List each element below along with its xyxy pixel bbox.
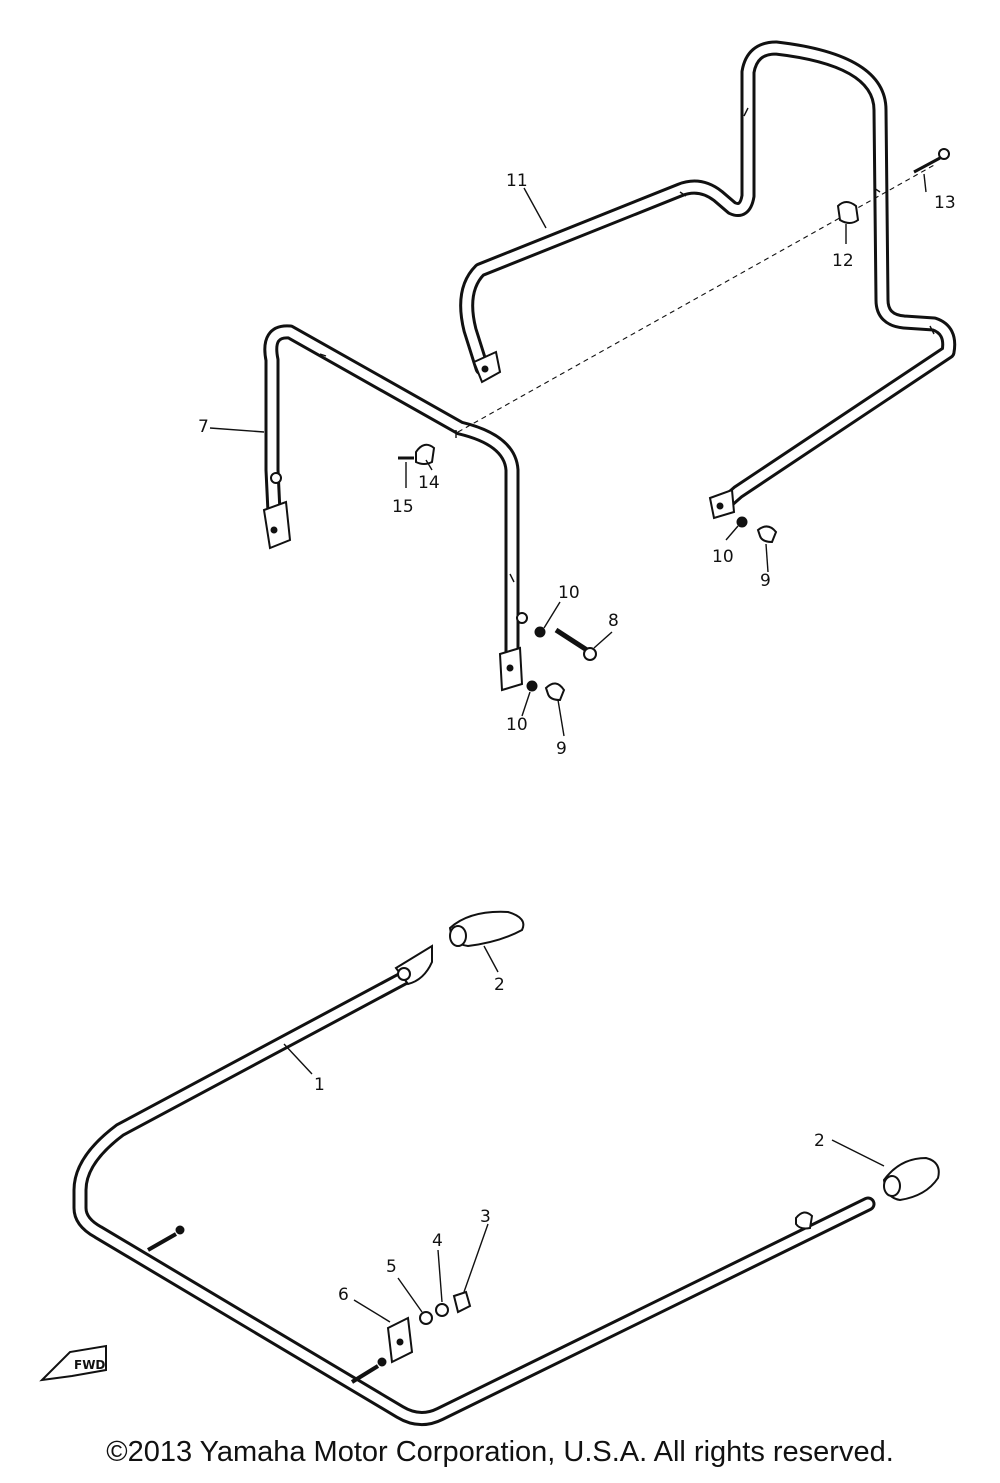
- leader-lines-upper: [209, 173, 927, 737]
- callout-7: 7: [198, 417, 209, 437]
- callout-10-right: 10: [712, 547, 734, 567]
- end-cap-part-2-top: [448, 910, 525, 948]
- front-direction-marker: FWD: [39, 1344, 107, 1382]
- callout-10-lower-left: 10: [506, 715, 528, 735]
- callout-9-right: 9: [760, 571, 771, 591]
- mounting-studs: [147, 1225, 387, 1384]
- callout-1: 1: [314, 1075, 325, 1095]
- bolt-part-13: [913, 148, 950, 174]
- callout-2-top: 2: [494, 975, 505, 995]
- callout-9-left: 9: [556, 739, 567, 759]
- washer-part-4: [435, 1303, 449, 1317]
- fastener-set-right-mount: [736, 516, 778, 544]
- leader-lines-lower: [283, 945, 885, 1323]
- copyright-footer: ©2013 Yamaha Motor Corporation, U.S.A. A…: [106, 1436, 894, 1468]
- callout-4: 4: [432, 1231, 443, 1251]
- end-cap-part-2-right: [882, 1156, 940, 1202]
- callout-13: 13: [934, 193, 956, 213]
- clamp-part-14: [415, 443, 436, 465]
- callout-5: 5: [386, 1257, 397, 1277]
- washer-part-5: [419, 1311, 433, 1325]
- bracket-part-6: [386, 1316, 414, 1364]
- callout-15: 15: [392, 497, 414, 517]
- callout-numbers: 11 12 13 7 14 15 10 8 10 9 10 9 2 1 2 3 …: [198, 171, 956, 1305]
- grab-bar-part-7: [262, 324, 528, 692]
- parts-diagram: FWD 11 12 13 7 14 15 10 8 10 9 10 9 2 1 …: [39, 40, 957, 1426]
- callout-12: 12: [832, 251, 854, 271]
- callout-8: 8: [608, 611, 619, 631]
- front-marker-label: FWD: [74, 1358, 105, 1372]
- alignment-centerline: [457, 163, 937, 433]
- clamp-part-12: [836, 201, 860, 244]
- fastener-set-left-mount: [526, 626, 597, 702]
- callout-3: 3: [480, 1207, 491, 1227]
- callout-14: 14: [418, 473, 440, 493]
- grab-bar-part-11: [459, 40, 957, 520]
- callout-2-right: 2: [814, 1131, 825, 1151]
- nut-part-3: [452, 1290, 472, 1314]
- callout-10-upper-left: 10: [558, 583, 580, 603]
- callout-6: 6: [338, 1285, 349, 1305]
- guard-tube-part-1: [72, 944, 876, 1426]
- callout-11: 11: [506, 171, 528, 191]
